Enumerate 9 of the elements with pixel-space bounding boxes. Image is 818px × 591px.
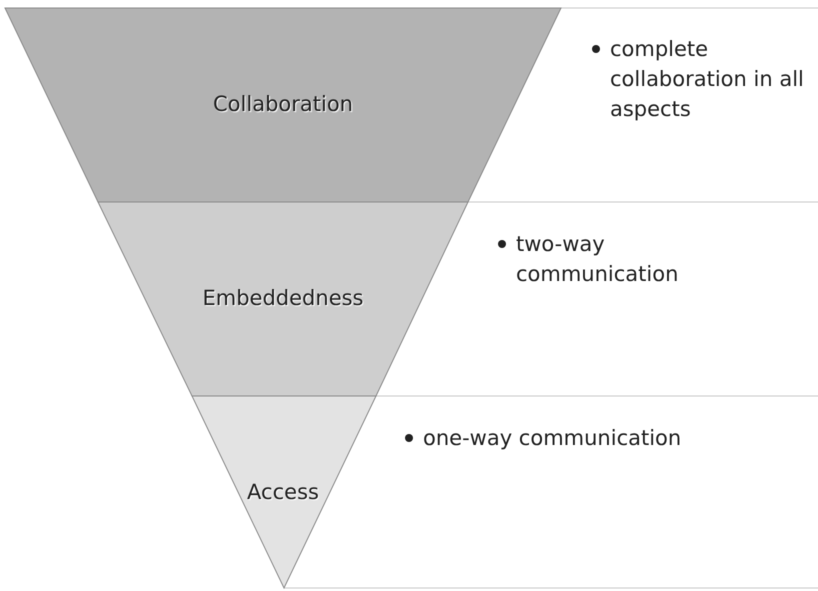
bullet-text: one-way communication — [423, 425, 682, 452]
band-label: Access — [247, 480, 319, 504]
funnel-band — [98, 202, 468, 396]
bullet-text: complete collaboration in all aspects — [610, 36, 805, 123]
bullet-text: two-way communication — [516, 231, 680, 288]
funnel-band — [5, 8, 561, 202]
band-label: Embeddedness — [202, 286, 364, 310]
funnel-band — [192, 396, 376, 588]
band-label: Collaboration — [213, 92, 353, 116]
